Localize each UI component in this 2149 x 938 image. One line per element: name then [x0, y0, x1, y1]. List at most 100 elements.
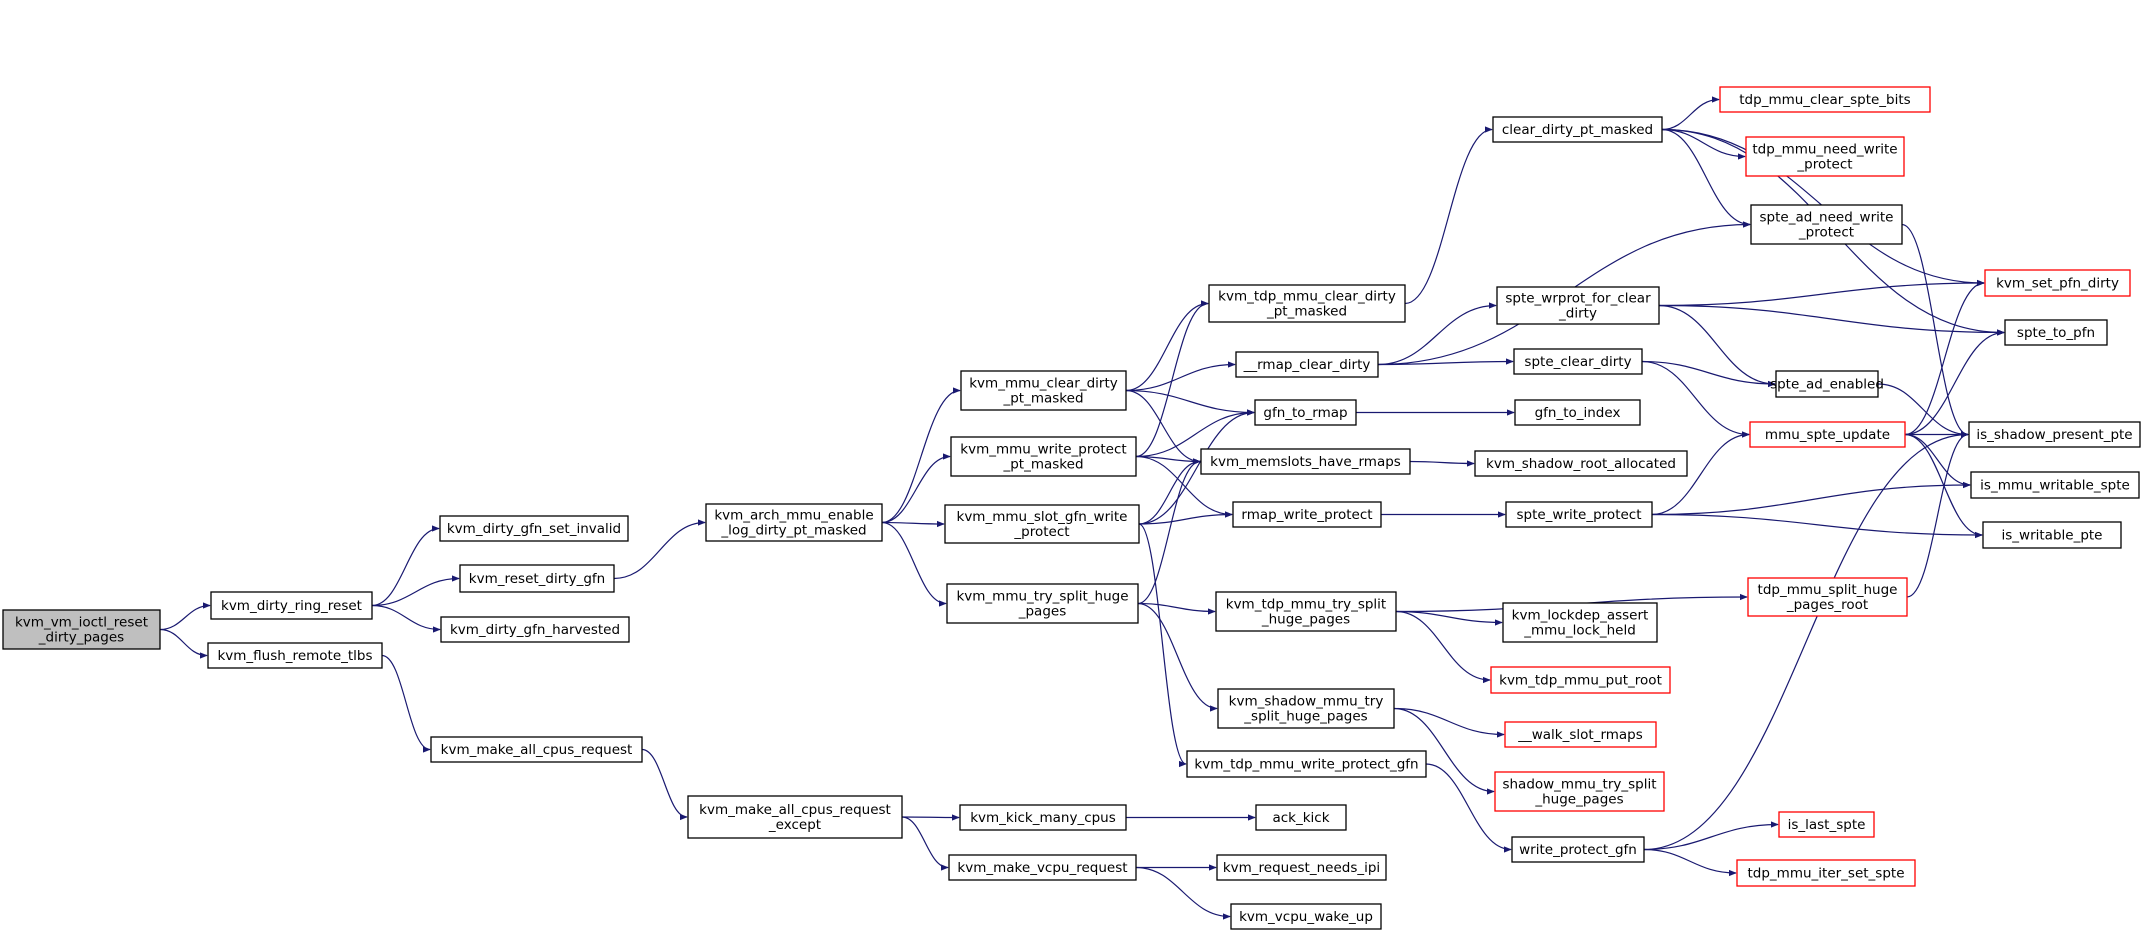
node-box[interactable] [1232, 501, 1382, 528]
node-all-cpus-except[interactable]: kvm_make_all_cpus_request_except [687, 795, 903, 839]
node-box[interactable] [687, 795, 903, 839]
node-tdp-clear-bits[interactable]: tdp_mmu_clear_spte_bits [1719, 86, 1931, 113]
node-kick-many[interactable]: kvm_kick_many_cpus [959, 804, 1127, 831]
node-box[interactable] [1505, 501, 1653, 528]
node-ack-kick[interactable]: ack_kick [1255, 804, 1347, 831]
node-box[interactable] [459, 564, 615, 593]
node-box[interactable] [1968, 421, 2141, 448]
node-set-pfn-dirty[interactable]: kvm_set_pfn_dirty [1984, 269, 2131, 297]
node-ad-need-wp[interactable]: spte_ad_need_write_protect [1750, 204, 1903, 245]
node-box[interactable] [1217, 688, 1395, 729]
node-root[interactable]: kvm_vm_ioctl_reset_dirty_pages [2, 609, 161, 650]
node-ad-enabled[interactable]: spte_ad_enabled [1770, 370, 1884, 398]
node-box[interactable] [1982, 521, 2122, 549]
node-box[interactable] [1514, 399, 1641, 426]
node-writable-pte[interactable]: is_writable_pte [1982, 521, 2122, 549]
node-arch-enable-log[interactable]: kvm_arch_mmu_enable_log_dirty_pt_masked [705, 503, 883, 542]
node-flush-tlbs[interactable]: kvm_flush_remote_tlbs [207, 642, 383, 669]
node-box[interactable] [1747, 577, 1908, 617]
node-tdp-need-wp[interactable]: tdp_mmu_need_write_protect [1745, 136, 1905, 177]
node-box[interactable] [1496, 286, 1660, 325]
node-spte-update[interactable]: mmu_spte_update [1749, 421, 1906, 448]
node-slot-gfn-wp[interactable]: kvm_mmu_slot_gfn_write_protect [944, 504, 1140, 544]
node-walk-rmaps[interactable]: __walk_slot_rmaps [1504, 721, 1657, 748]
node-box[interactable] [1235, 351, 1379, 378]
node-box[interactable] [1775, 370, 1879, 398]
node-box[interactable] [1970, 471, 2140, 499]
node-wake-up[interactable]: kvm_vcpu_wake_up [1230, 903, 1382, 930]
node-box[interactable] [1502, 602, 1658, 643]
node-box[interactable] [2, 609, 161, 650]
node-spte-wp[interactable]: spte_write_protect [1505, 501, 1653, 528]
node-needs-ipi[interactable]: kvm_request_needs_ipi [1216, 854, 1387, 881]
node-box[interactable] [1984, 269, 2131, 297]
node-shadow-root-alloc[interactable]: kvm_shadow_root_allocated [1474, 450, 1688, 477]
node-box[interactable] [1230, 903, 1382, 930]
node-put-root[interactable]: kvm_tdp_mmu_put_root [1490, 666, 1671, 694]
node-all-cpus-request[interactable]: kvm_make_all_cpus_request [430, 736, 643, 763]
node-box[interactable] [950, 436, 1137, 477]
node-box[interactable] [207, 642, 383, 669]
node-shadow-try-split[interactable]: kvm_shadow_mmu_try_split_huge_pages [1217, 688, 1395, 729]
node-spte-to-pfn[interactable]: spte_to_pfn [2004, 319, 2108, 346]
node-box[interactable] [1494, 771, 1665, 812]
node-box[interactable] [705, 503, 883, 542]
node-box[interactable] [1215, 591, 1397, 632]
node-box[interactable] [948, 854, 1137, 881]
node-rmap-clear-dirty[interactable]: __rmap_clear_dirty [1235, 351, 1379, 378]
node-box[interactable] [1513, 348, 1643, 375]
node-box[interactable] [959, 804, 1127, 831]
node-box[interactable] [1750, 204, 1903, 245]
node-box[interactable] [440, 616, 630, 643]
node-memslots-rmaps[interactable]: kvm_memslots_have_rmaps [1200, 448, 1411, 475]
node-box[interactable] [1749, 421, 1906, 448]
node-ring-reset[interactable]: kvm_dirty_ring_reset [210, 591, 373, 620]
node-wp-gfn[interactable]: write_protect_gfn [1511, 836, 1645, 863]
node-box[interactable] [1208, 284, 1406, 323]
node-try-split[interactable]: kvm_mmu_try_split_huge_pages [946, 583, 1139, 624]
node-box[interactable] [1778, 811, 1875, 838]
node-box[interactable] [2004, 319, 2108, 346]
node-box[interactable] [1186, 750, 1427, 778]
node-box[interactable] [1254, 399, 1357, 426]
node-split-root[interactable]: tdp_mmu_split_huge_pages_root [1747, 577, 1908, 617]
node-box[interactable] [430, 736, 643, 763]
node-box[interactable] [1200, 448, 1411, 475]
node-gfn-to-index[interactable]: gfn_to_index [1514, 399, 1641, 426]
node-box[interactable] [1504, 721, 1657, 748]
node-box[interactable] [1216, 854, 1387, 881]
node-box[interactable] [1474, 450, 1688, 477]
node-vcpu-request[interactable]: kvm_make_vcpu_request [948, 854, 1137, 881]
node-shadow-split[interactable]: shadow_mmu_try_split_huge_pages [1494, 771, 1665, 812]
node-gfn-to-rmap[interactable]: gfn_to_rmap [1254, 399, 1357, 426]
node-tdp-wp-gfn[interactable]: kvm_tdp_mmu_write_protect_gfn [1186, 750, 1427, 778]
node-box[interactable] [210, 591, 373, 620]
node-last-spte[interactable]: is_last_spte [1778, 811, 1875, 838]
node-mmu-write-protect[interactable]: kvm_mmu_write_protect_pt_masked [950, 436, 1137, 477]
node-tdp-clear-dirty[interactable]: kvm_tdp_mmu_clear_dirty_pt_masked [1208, 284, 1406, 323]
node-rmap-wp[interactable]: rmap_write_protect [1232, 501, 1382, 528]
node-box[interactable] [1719, 86, 1931, 113]
node-lockdep[interactable]: kvm_lockdep_assert_mmu_lock_held [1502, 602, 1658, 643]
node-box[interactable] [1255, 804, 1347, 831]
node-box[interactable] [1492, 116, 1663, 143]
node-box[interactable] [960, 370, 1127, 411]
node-box[interactable] [1490, 666, 1671, 694]
node-box[interactable] [944, 504, 1140, 544]
node-shadow-present[interactable]: is_shadow_present_pte [1968, 421, 2141, 448]
node-gfn-set-invalid[interactable]: kvm_dirty_gfn_set_invalid [439, 515, 629, 542]
node-box[interactable] [1511, 836, 1645, 863]
node-box[interactable] [439, 515, 629, 542]
node-box[interactable] [1745, 136, 1905, 177]
node-clear-dirty-pt[interactable]: clear_dirty_pt_masked [1492, 116, 1663, 143]
node-mmu-writable[interactable]: is_mmu_writable_spte [1970, 471, 2140, 499]
node-iter-set[interactable]: tdp_mmu_iter_set_spte [1736, 859, 1916, 887]
node-box[interactable] [1736, 859, 1916, 887]
node-spte-clear-dirty[interactable]: spte_clear_dirty [1513, 348, 1643, 375]
node-mmu-clear-dirty[interactable]: kvm_mmu_clear_dirty_pt_masked [960, 370, 1127, 411]
node-tdp-try-split[interactable]: kvm_tdp_mmu_try_split_huge_pages [1215, 591, 1397, 632]
node-reset-dirty-gfn[interactable]: kvm_reset_dirty_gfn [459, 564, 615, 593]
node-gfn-harvested[interactable]: kvm_dirty_gfn_harvested [440, 616, 630, 643]
node-box[interactable] [946, 583, 1139, 624]
node-wrprot-clear[interactable]: spte_wrprot_for_clear_dirty [1496, 286, 1660, 325]
